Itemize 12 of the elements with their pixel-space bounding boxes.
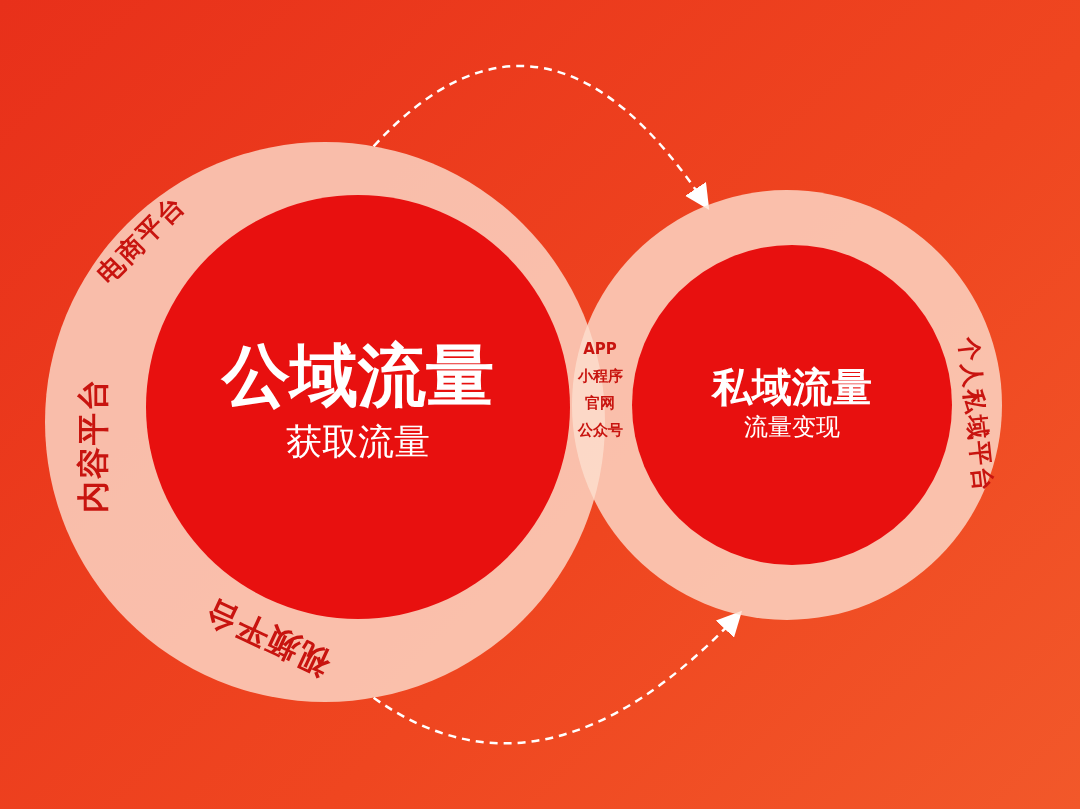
ring-label: 内容平台 [77,377,109,513]
heading: 私域流量 [712,367,872,407]
channel-label: 小程序 [577,369,623,384]
heading: 公域流量 [222,342,494,411]
ring-label: 视频平台 [198,593,336,681]
subheading: 流量变现 [744,415,840,439]
subheading: 获取流量 [286,424,430,460]
channel-label: 公众号 [577,423,623,438]
ring-label: 电商平台 [92,190,190,288]
channel-label: APP [583,342,617,357]
ring-label: 个人私域平台 [955,336,997,494]
channel-label: 官网 [585,396,615,411]
